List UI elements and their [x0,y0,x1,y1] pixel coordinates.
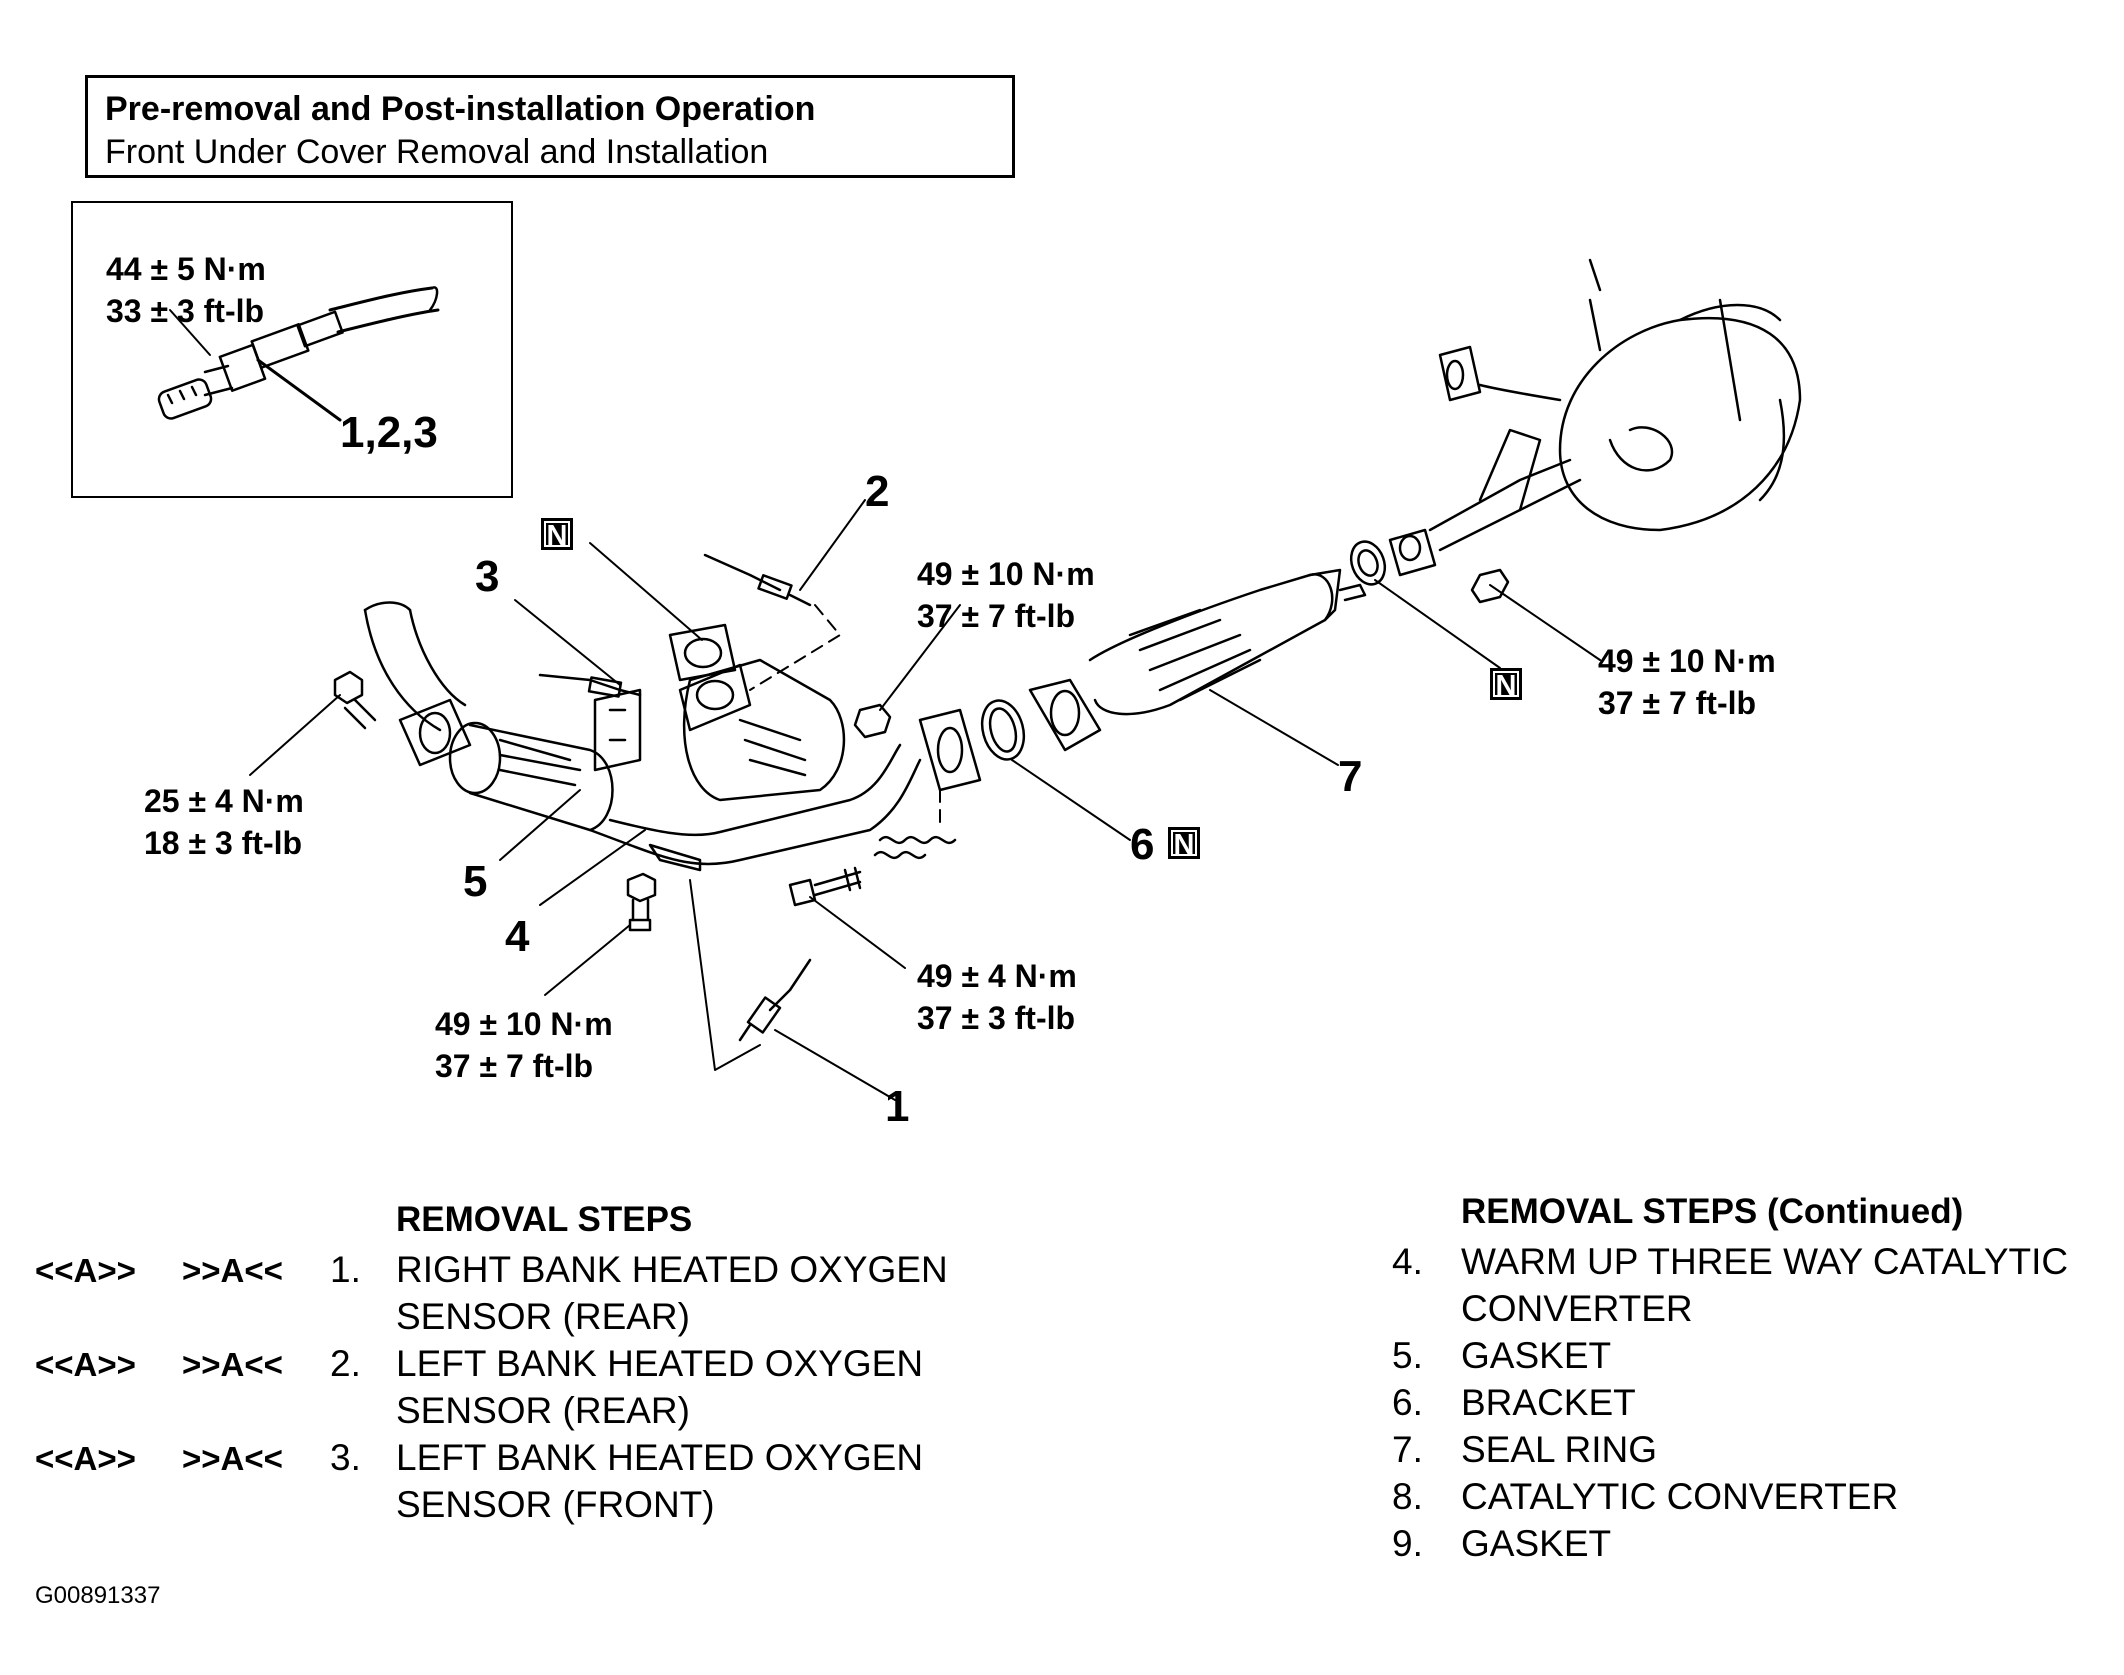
callout-2: 2 [865,467,890,516]
step-1-line1: RIGHT BANK HEATED OXYGEN [396,1249,948,1290]
bolt-left [333,670,377,730]
step-2-code-a: <<A>> [35,1346,136,1383]
step-8-line1: CATALYTIC CONVERTER [1461,1476,1899,1517]
step-6-line1: BRACKET [1461,1382,1636,1423]
gasket-9 [1349,528,1437,586]
callout-6: 6 [1130,820,1155,869]
step-2-num: 2. [330,1343,361,1384]
bracket-4 [593,688,642,772]
step-4-line2: CONVERTER [1461,1288,1693,1329]
inset-oxygen-sensor [157,286,440,422]
dashed-leaders [749,604,941,831]
gasket-upper [668,623,737,682]
header-title: Pre-removal and Post-installation Operat… [105,90,816,128]
torque-lower-center-ftlb: 37 ± 3 ft-lb [917,1000,1076,1036]
step-3-code-b: >>A<< [182,1440,283,1477]
step-9-line1: GASKET [1461,1523,1612,1564]
sensor-inset-box [71,201,513,498]
callout-1: 1 [885,1082,910,1131]
step-5-line1: GASKET [1461,1335,1612,1376]
seal-ring-6 [980,699,1026,761]
gasket-left [398,698,472,767]
figure-id: G00891337 [35,1582,161,1609]
muffler-assembly [1428,258,1802,552]
sensor-2 [703,553,812,607]
step-4-num: 4. [1392,1241,1423,1282]
nut-upper [853,703,892,739]
inset-torque-ftlb: 33 ± 3 ft-lb [106,293,265,329]
bolt-lower-center [788,866,862,907]
sensor1-bracket-leader [689,879,761,1071]
torque-left-nm: 25 ± 4 N·m [144,783,304,819]
nut-right [1470,568,1510,604]
torque-bottom-ftlb: 37 ± 7 ft-lb [435,1048,594,1084]
inset-callout: 1,2,3 [340,408,438,457]
step-4-line1: WARM UP THREE WAY CATALYTIC [1461,1241,2069,1282]
torque-left-ftlb: 18 ± 3 ft-lb [144,825,303,861]
step-1-line2: SENSOR (REAR) [396,1296,690,1337]
sensor-3 [538,673,642,698]
header-box: Pre-removal and Post-installation Operat… [85,75,1015,178]
catalytic-converter-7 [1028,568,1367,752]
torque-lower-center-nm: 49 ± 4 N·m [917,958,1077,994]
step-2-line1: LEFT BANK HEATED OXYGEN [396,1343,924,1384]
torque-right-nm: 49 ± 10 N·m [1598,643,1776,679]
callout-5: 5 [463,857,488,906]
step-7-line1: SEAL RING [1461,1429,1658,1470]
bolt-bottom [626,872,657,932]
step-3-line1: LEFT BANK HEATED OXYGEN [396,1437,924,1478]
torque-upper-center-nm: 49 ± 10 N·m [917,556,1095,592]
step-8-num: 8. [1392,1476,1423,1517]
step-7-num: 7. [1392,1429,1423,1470]
step-3-code-a: <<A>> [35,1440,136,1477]
replace-badge-right: N [1490,668,1522,702]
step-3-num: 3. [330,1437,361,1478]
step-2-line2: SENSOR (REAR) [396,1390,690,1431]
step-9-num: 9. [1392,1523,1423,1564]
spring-bolt [873,835,957,860]
removal-steps-heading: REMOVAL STEPS [396,1200,693,1239]
step-6-num: 6. [1392,1382,1423,1423]
step-3-line2: SENSOR (FRONT) [396,1484,715,1525]
callout-4: 4 [505,912,530,961]
front-pipe-left [363,601,467,732]
leaders [249,499,1601,1101]
step-5-num: 5. [1392,1335,1423,1376]
step-1-num: 1. [330,1249,361,1290]
step-2-code-b: >>A<< [182,1346,283,1383]
header-subtitle: Front Under Cover Removal and Installati… [105,133,769,171]
sensor-1 [738,958,812,1042]
left-catalytic-converter [448,721,632,847]
callout-7: 7 [1338,752,1363,801]
torque-right-ftlb: 37 ± 7 ft-lb [1598,685,1757,721]
step-1-code-b: >>A<< [182,1252,283,1289]
callout-3: 3 [475,552,500,601]
replace-badge-seal-ring: N [1168,827,1200,861]
y-pipe [608,658,982,872]
torque-upper-center-ftlb: 37 ± 7 ft-lb [917,598,1076,634]
torque-bottom-nm: 49 ± 10 N·m [435,1006,613,1042]
step-1-code-a: <<A>> [35,1252,136,1289]
removal-steps-continued-heading: REMOVAL STEPS (Continued) [1461,1192,1964,1231]
replace-badge-upper: N [541,518,573,552]
inset-torque-nm: 44 ± 5 N·m [106,251,266,287]
